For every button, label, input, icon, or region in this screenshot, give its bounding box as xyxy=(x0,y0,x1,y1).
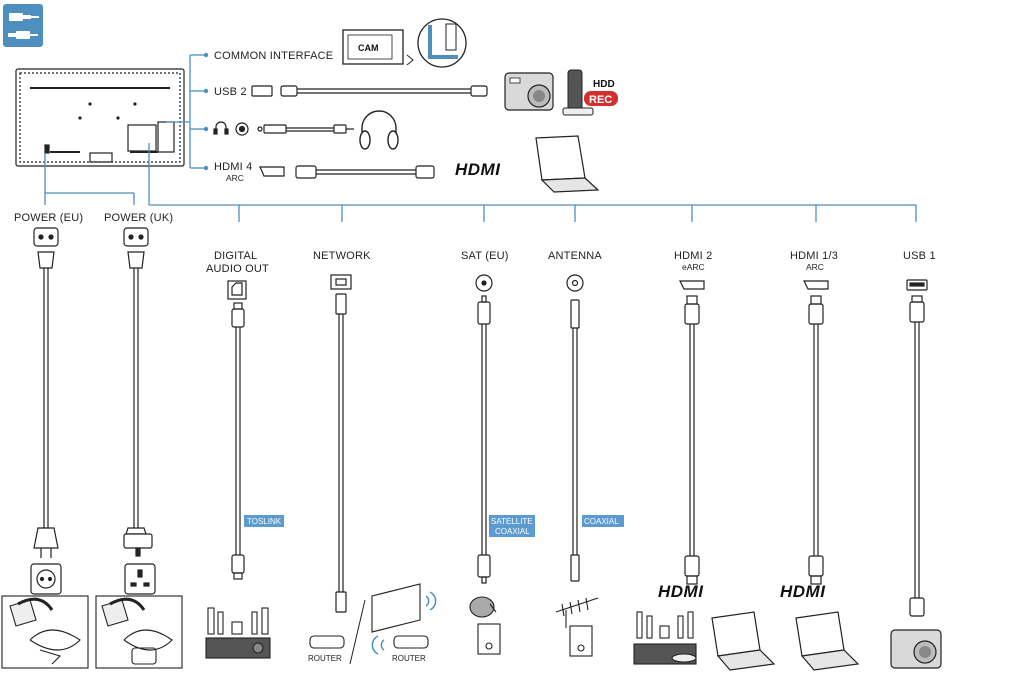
soundbar-system-icon xyxy=(633,611,697,665)
headphone-cable xyxy=(257,124,354,134)
hdd-icon: HDD REC xyxy=(562,69,618,116)
home-theater-icon xyxy=(205,607,271,659)
power-uk-socket-icon xyxy=(123,227,149,247)
digital-audio-label-line1: DIGITAL xyxy=(214,250,257,262)
antenna-cable xyxy=(570,299,580,582)
hdd-label: HDD xyxy=(593,79,615,90)
hdmi13-cable xyxy=(808,295,824,585)
power-cables xyxy=(37,251,145,528)
laptop-icon-2 xyxy=(711,611,776,671)
hdmi13-port-icon xyxy=(803,280,829,290)
hdmi2-label: HDMI 2 xyxy=(674,250,712,262)
network-label: NETWORK xyxy=(313,250,371,262)
tv-antenna-icon xyxy=(555,597,599,657)
usb2-label: USB 2 xyxy=(214,86,247,98)
uk-plug-usage-illustration xyxy=(95,595,183,669)
satellite-coaxial-tag xyxy=(489,515,535,537)
hdmi-logo-3: HDMI xyxy=(780,582,826,601)
power-eu-socket-icon xyxy=(33,227,59,247)
cam-module-icon: CAM xyxy=(342,29,414,66)
usb2-cable xyxy=(251,85,488,97)
laptop-icon xyxy=(535,135,600,193)
connection-cable-icon xyxy=(3,4,43,47)
laptop-icon-3 xyxy=(795,611,860,671)
router-icon-2 xyxy=(371,635,429,655)
hdmi4-sublabel: ARC xyxy=(226,173,244,183)
sat-label: SAT (EU) xyxy=(461,250,509,262)
tv-back-panel xyxy=(15,68,185,167)
connection-lines xyxy=(44,54,917,222)
coaxial-tag-text: COAXIAL xyxy=(584,517,619,526)
sat-port-icon xyxy=(475,274,493,292)
cam-label: CAM xyxy=(358,43,379,53)
camera-icon xyxy=(504,72,554,111)
port-dots xyxy=(203,52,209,171)
antenna-label: ANTENNA xyxy=(548,250,602,262)
headphones-icon xyxy=(359,110,399,150)
toslink-cable xyxy=(231,302,245,580)
network-cable xyxy=(335,293,347,613)
optical-port-icon xyxy=(227,280,247,300)
ethernet-port-icon xyxy=(330,274,352,290)
usb1-port-icon xyxy=(906,279,928,291)
eu-plug-usage-illustration xyxy=(1,595,89,669)
hdmi2-sublabel: eARC xyxy=(682,262,705,272)
uk-plug-icon xyxy=(123,527,153,557)
router-label-2: ROUTER xyxy=(392,654,426,663)
hdmi4-label: HDMI 4 xyxy=(214,161,252,173)
antenna-port-icon xyxy=(566,274,584,292)
sat-cable xyxy=(477,295,491,584)
satellite-dish-icon xyxy=(469,596,501,655)
hdmi13-sublabel: ARC xyxy=(806,262,824,272)
coaxial-tag xyxy=(582,515,624,527)
hdmi2-cable xyxy=(684,295,700,585)
toslink-tag-text: TOSLINK xyxy=(247,517,282,526)
camera-icon-2 xyxy=(890,629,942,669)
router-icon-1 xyxy=(309,635,345,649)
hdmi-logo: HDMI xyxy=(455,160,501,179)
power-uk-label: POWER (UK) xyxy=(104,212,173,224)
uk-wall-socket-icon xyxy=(124,563,156,595)
hdmi-logo-2: HDMI xyxy=(658,582,704,601)
hdmi4-cable xyxy=(259,165,435,179)
ci-slot-icon xyxy=(417,18,467,68)
headphone-port-icon xyxy=(213,121,249,136)
eu-plug-icon xyxy=(33,527,59,558)
toslink-tag xyxy=(244,515,284,527)
usb1-cable xyxy=(909,295,925,617)
common-interface-label: COMMON INTERFACE xyxy=(214,50,333,62)
router-label-1: ROUTER xyxy=(308,654,342,663)
eu-wall-socket-icon xyxy=(30,563,62,595)
tv-wireless-icon xyxy=(371,583,437,633)
usb1-label: USB 1 xyxy=(903,250,936,262)
hdmi2-port-icon xyxy=(679,280,705,290)
rec-badge: REC xyxy=(589,94,612,106)
hdmi13-label: HDMI 1/3 xyxy=(790,250,838,262)
power-eu-label: POWER (EU) xyxy=(14,212,83,224)
digital-audio-label-line2: AUDIO OUT xyxy=(206,263,269,275)
sat-tag-line1: SATELLITE xyxy=(491,517,533,526)
sat-tag-line2: COAXIAL xyxy=(495,527,530,536)
divider-slash xyxy=(349,599,366,665)
